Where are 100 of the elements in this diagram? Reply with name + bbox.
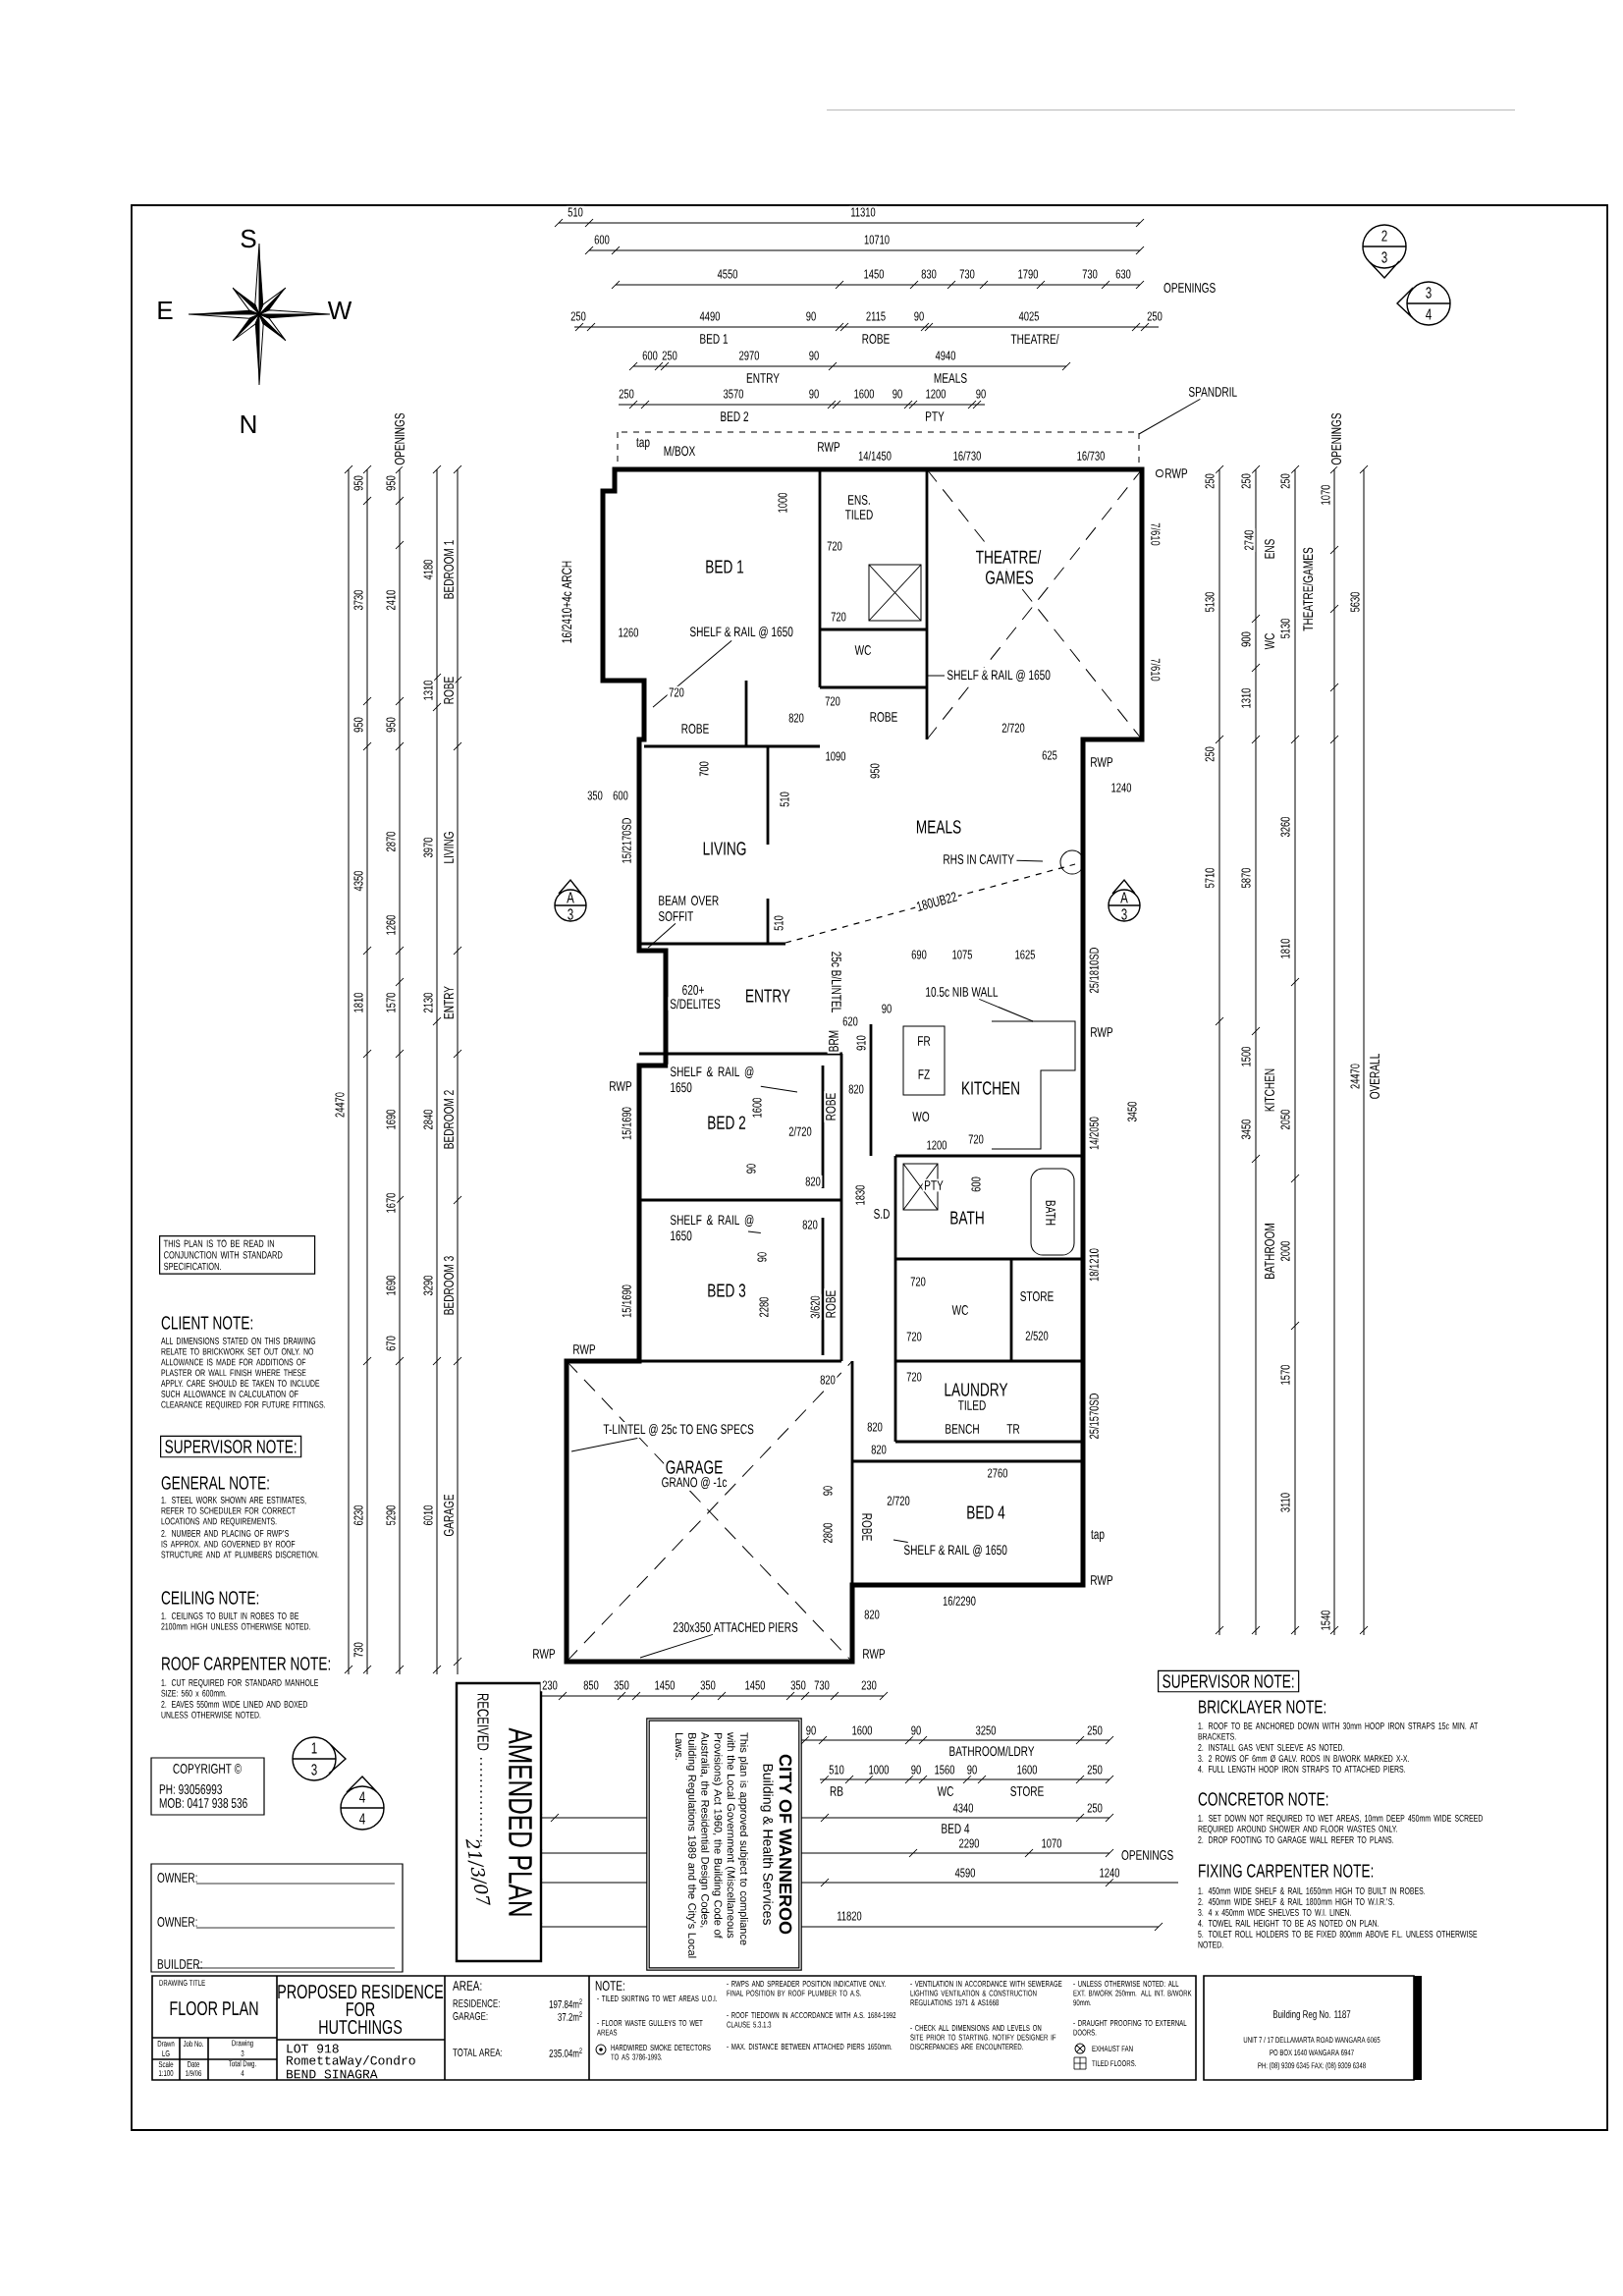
plan-label: OPENINGS (1162, 281, 1217, 295)
dimension-value: 2130 (421, 991, 435, 1014)
leader-line (760, 1085, 798, 1093)
title-block-text: LG (162, 2050, 170, 2056)
dimension-value: 90 (891, 387, 904, 401)
dimension-value: 15/1690 (620, 1283, 633, 1320)
dimension-value: 350 (788, 1678, 808, 1692)
plan-label: MEALS (932, 371, 969, 385)
dimension-value: 720 (908, 1275, 928, 1288)
dimension-value: 25/1810SD (1087, 946, 1101, 996)
plan-label: BATHROOM/LDRY (947, 1744, 1037, 1758)
title-block-text: 3 (241, 2050, 244, 2056)
stamp-text: AMENDED PLAN (509, 1727, 532, 1916)
title-block-text: DRAWING TITLE (159, 1980, 205, 1986)
title-block-text: GARAGE: (453, 2012, 488, 2020)
plan-label: RWP (860, 1647, 888, 1661)
dimension-value: 950 (352, 473, 365, 493)
plan-label: RWP (570, 1342, 598, 1356)
dimension-value: 3250 (974, 1723, 998, 1737)
note-text: 2. NUMBER AND PLACING OF RWP'S IS APPROX. AND GOVERNED BY ROOF STRUCTURE AND AT PLUMBERS DISCRETION. (161, 1530, 319, 1558)
dimension-value: 90 (744, 1162, 758, 1175)
plan-label: THEATRE/GAMES (1301, 545, 1315, 633)
dimension-value: 4340 (951, 1801, 975, 1815)
title-block-text: FOR (347, 2001, 375, 2017)
dimension-value: 720 (829, 610, 848, 624)
plan-label: ROBE (824, 1091, 838, 1122)
plan-label: WC (1263, 631, 1276, 651)
dimension-value: 6230 (352, 1503, 365, 1528)
note-heading: GENERAL NOTE: (161, 1476, 269, 1490)
dimension-value: 90 (912, 309, 926, 323)
note-text: 2. EAVES 550mm WIDE LINED AND BOXED UNLESS OTHERWISE NOTED. (161, 1701, 307, 1719)
plan-label: RWP (1163, 466, 1190, 480)
dimension-value: 1200 (924, 387, 947, 401)
dimension-value: 3970 (421, 836, 435, 859)
dimension-value: 1830 (853, 1183, 867, 1207)
dimension-value: 250 (1278, 471, 1292, 491)
room-name: BED 1 (703, 558, 746, 575)
plan-label: TR (1004, 1422, 1022, 1436)
note-heading: CLIENT NOTE: (161, 1316, 252, 1330)
plan-label: 180UB22 (913, 889, 960, 914)
plan-label: M/BOX (662, 444, 697, 458)
section-marker-number: 3 (1121, 908, 1127, 920)
plan-label: BED 4 (939, 1822, 972, 1835)
stamp-text: CITY OF WANNEROO (779, 1754, 792, 1935)
dimension-value: 3260 (1278, 815, 1292, 839)
dimension-value: 5710 (1203, 866, 1217, 890)
note-text: 2. 450mm WIDE SHELF & RAIL 1800mm HIGH TO W.I.R.'S. (1198, 1898, 1394, 1905)
plan-label: BATH (1044, 1198, 1057, 1228)
leader-label: SHELF & RAIL @ 1650 (668, 1064, 761, 1095)
dimension-value: 1450 (743, 1678, 767, 1692)
leader-line (893, 1539, 909, 1544)
dimension-value: 600 (969, 1175, 983, 1194)
dimension-value: 90 (965, 1763, 979, 1777)
plan-label: RB (828, 1784, 845, 1798)
dimension-value: 1690 (384, 1274, 398, 1297)
dimension-value: 2000 (1278, 1239, 1292, 1264)
dimension-value: 510 (827, 1763, 846, 1777)
dimension-value: 1450 (862, 267, 886, 281)
dimension-value: 90 (755, 1250, 769, 1264)
leader-line (647, 922, 676, 949)
dimension-value: 2800 (821, 1521, 835, 1546)
plan-label: ENS. (845, 493, 873, 507)
dimension-value: 1310 (421, 679, 435, 702)
dimension-value: 90 (807, 349, 821, 362)
title-block-text: UNIT 7 / 17 DELLAMARTA ROAD WANGARA 6065 (1243, 2036, 1380, 2044)
dimension-value: 1670 (384, 1191, 398, 1215)
dimension-value: 7/610 (1149, 656, 1163, 683)
section-marker-number: 3 (1426, 287, 1432, 299)
plan-label: ROBE (679, 722, 711, 736)
leader-label: SHELF & RAIL @ 1650 (668, 1212, 761, 1243)
leader-label: 230x350 ATTACHED PIERS (671, 1620, 800, 1634)
address-text: RomettaWay/Condro (287, 2054, 415, 2068)
title-block-text: Total Dwg. (229, 2060, 256, 2068)
section-marker-number: 4 (359, 1791, 365, 1803)
dimension-value: 850 (581, 1678, 601, 1692)
plan-label: ROBE (860, 1511, 874, 1543)
plan-label: RWP (1088, 1573, 1115, 1587)
form-label: OWNER: (157, 1873, 197, 1883)
plan-label: OPENINGS (1329, 410, 1343, 467)
note-heading: SUPERVISOR NOTE: (1158, 1669, 1300, 1693)
note-text: 4. TOWEL RAIL HEIGHT TO BE AS NOTED ON PLAN. (1198, 1920, 1379, 1927)
dimension-value: 2870 (384, 830, 398, 853)
title-block-text: PH: (08) 9309 6345 FAX: (08) 9309 6348 (1258, 2062, 1366, 2070)
room-name: BED 4 (964, 1503, 1007, 1521)
note-text: 1. SET DOWN NOT REQUIRED TO WET AREAS, 10mm DEEP 450mm WIDE SCREED REQUIRED AROUND SHOWER AND FLOOR WASTES ONLY. (1198, 1815, 1483, 1834)
address-text: LOT 918 (287, 2044, 339, 2053)
dimension-value: 4550 (716, 267, 739, 281)
dimension-value: 1260 (617, 626, 640, 639)
plan-label: ROBE (442, 675, 456, 706)
plan-label: tap (634, 436, 652, 452)
section-marker-number: 1 (311, 1742, 317, 1754)
note-text: 2. INSTALL GAS VENT SLEEVE AS NOTED. (1198, 1744, 1344, 1751)
dimension-value: 720 (904, 1330, 924, 1343)
section-marker-number: 3 (568, 908, 573, 920)
plan-label: RWP (815, 440, 842, 454)
dimension-value: 4025 (1017, 309, 1041, 323)
dimension-value: 720 (966, 1132, 986, 1146)
dimension-value: 90 (804, 309, 818, 323)
plan-label: BED 2 (718, 410, 751, 423)
note-heading: BRICKLAYER NOTE: (1199, 1700, 1325, 1714)
